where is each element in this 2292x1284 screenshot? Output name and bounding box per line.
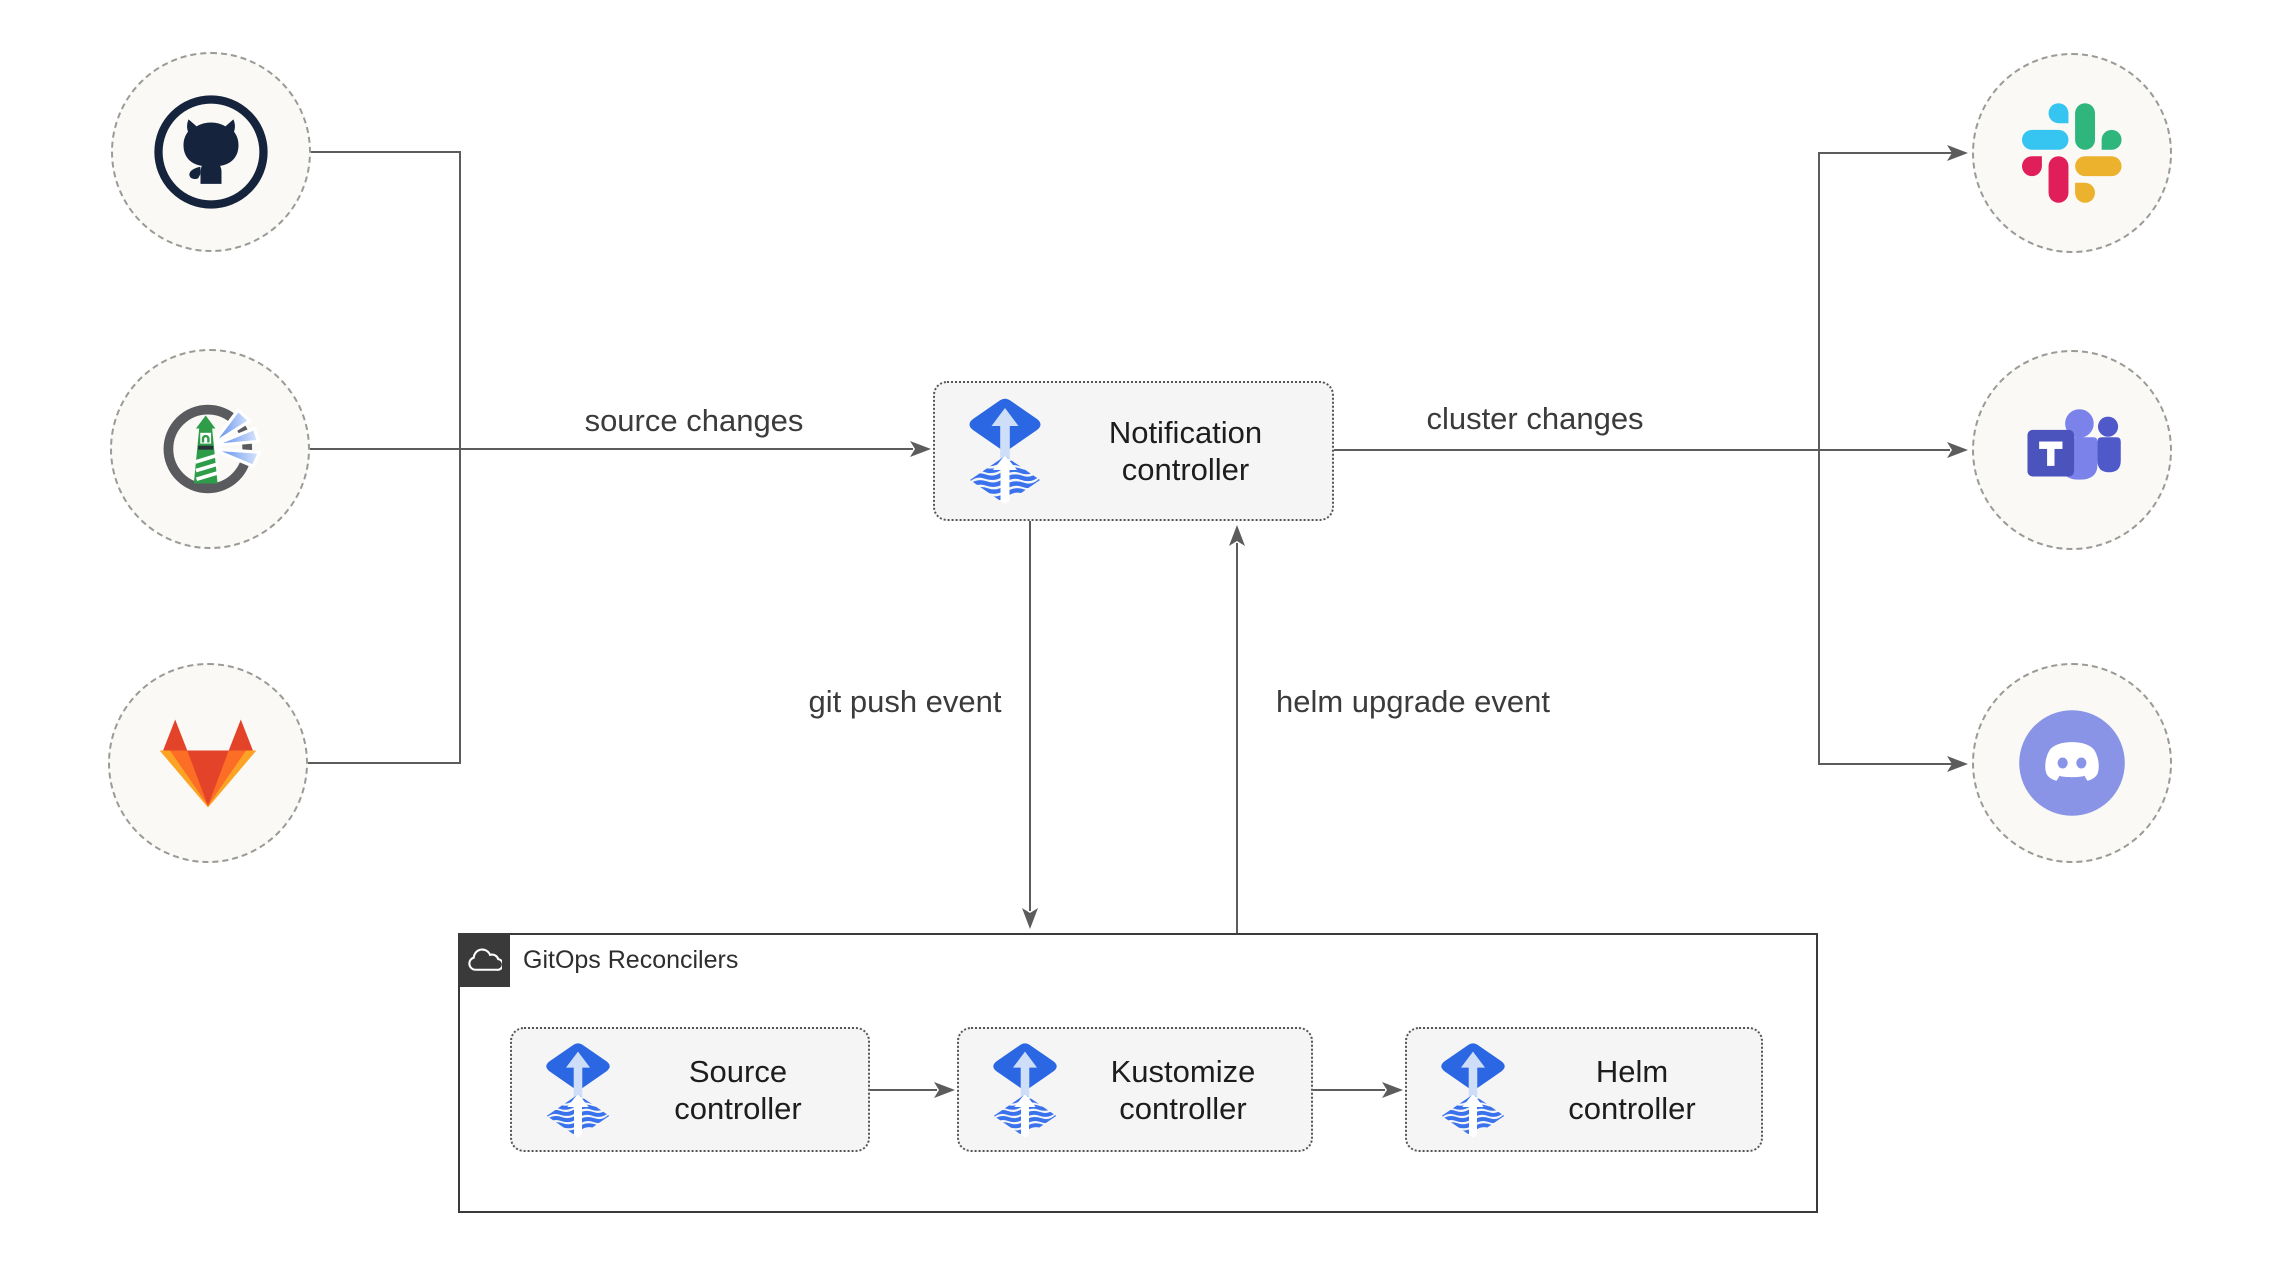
edge-label-cluster-changes: cluster changes	[1426, 401, 1644, 436]
flux-icon	[542, 1040, 614, 1140]
node-label-line1: Notification	[1108, 415, 1263, 450]
flux-icon	[1437, 1040, 1509, 1140]
source-gitlab	[108, 663, 308, 863]
node-kustomize-controller: Kustomize controller	[957, 1027, 1313, 1152]
gitops-reconcilers-container	[458, 933, 1818, 1213]
harbor-icon	[163, 404, 262, 494]
node-label-line2: controller	[1121, 452, 1250, 487]
edge-left-bracket	[308, 151, 461, 764]
teams-icon	[2027, 409, 2121, 480]
notifier-slack	[1972, 53, 2172, 253]
node-label-line1: Source	[688, 1053, 788, 1089]
edge-label-helm-upgrade-event: helm upgrade event	[1275, 684, 1551, 719]
node-notification-controller: Notification controller	[933, 381, 1334, 521]
node-label-line1: Kustomize	[1110, 1053, 1256, 1089]
node-label-line2: controller	[1568, 1090, 1696, 1126]
node-label-line2: controller	[1119, 1090, 1247, 1126]
node-helm-controller: Helm controller	[1405, 1027, 1763, 1152]
notifier-discord	[1972, 663, 2172, 863]
github-icon	[154, 95, 268, 209]
container-corner-badge	[458, 933, 510, 987]
edge-right-bracket	[1818, 152, 1952, 765]
node-label: Notification controller	[1045, 414, 1332, 488]
node-label-line1: Helm	[1595, 1053, 1669, 1089]
node-source-controller: Source controller	[510, 1027, 870, 1152]
flux-icon	[965, 395, 1045, 507]
arrowheads	[910, 145, 1968, 1098]
cloud-icon	[468, 948, 502, 971]
node-label-line2: controller	[674, 1090, 802, 1126]
container-label: GitOps Reconcilers	[523, 945, 739, 974]
node-label: Kustomize controller	[1061, 1053, 1311, 1127]
notifier-teams	[1972, 350, 2172, 550]
edge-label-git-push-event: git push event	[808, 684, 1002, 719]
node-label: Helm controller	[1509, 1053, 1761, 1127]
source-github	[111, 52, 311, 252]
discord-icon	[2019, 710, 2125, 816]
flux-icon	[989, 1040, 1061, 1140]
source-harbor	[110, 349, 310, 549]
edge-label-source-changes: source changes	[584, 403, 804, 438]
gitlab-icon	[159, 718, 257, 808]
node-label: Source controller	[614, 1053, 868, 1127]
slack-icon	[2022, 103, 2122, 203]
